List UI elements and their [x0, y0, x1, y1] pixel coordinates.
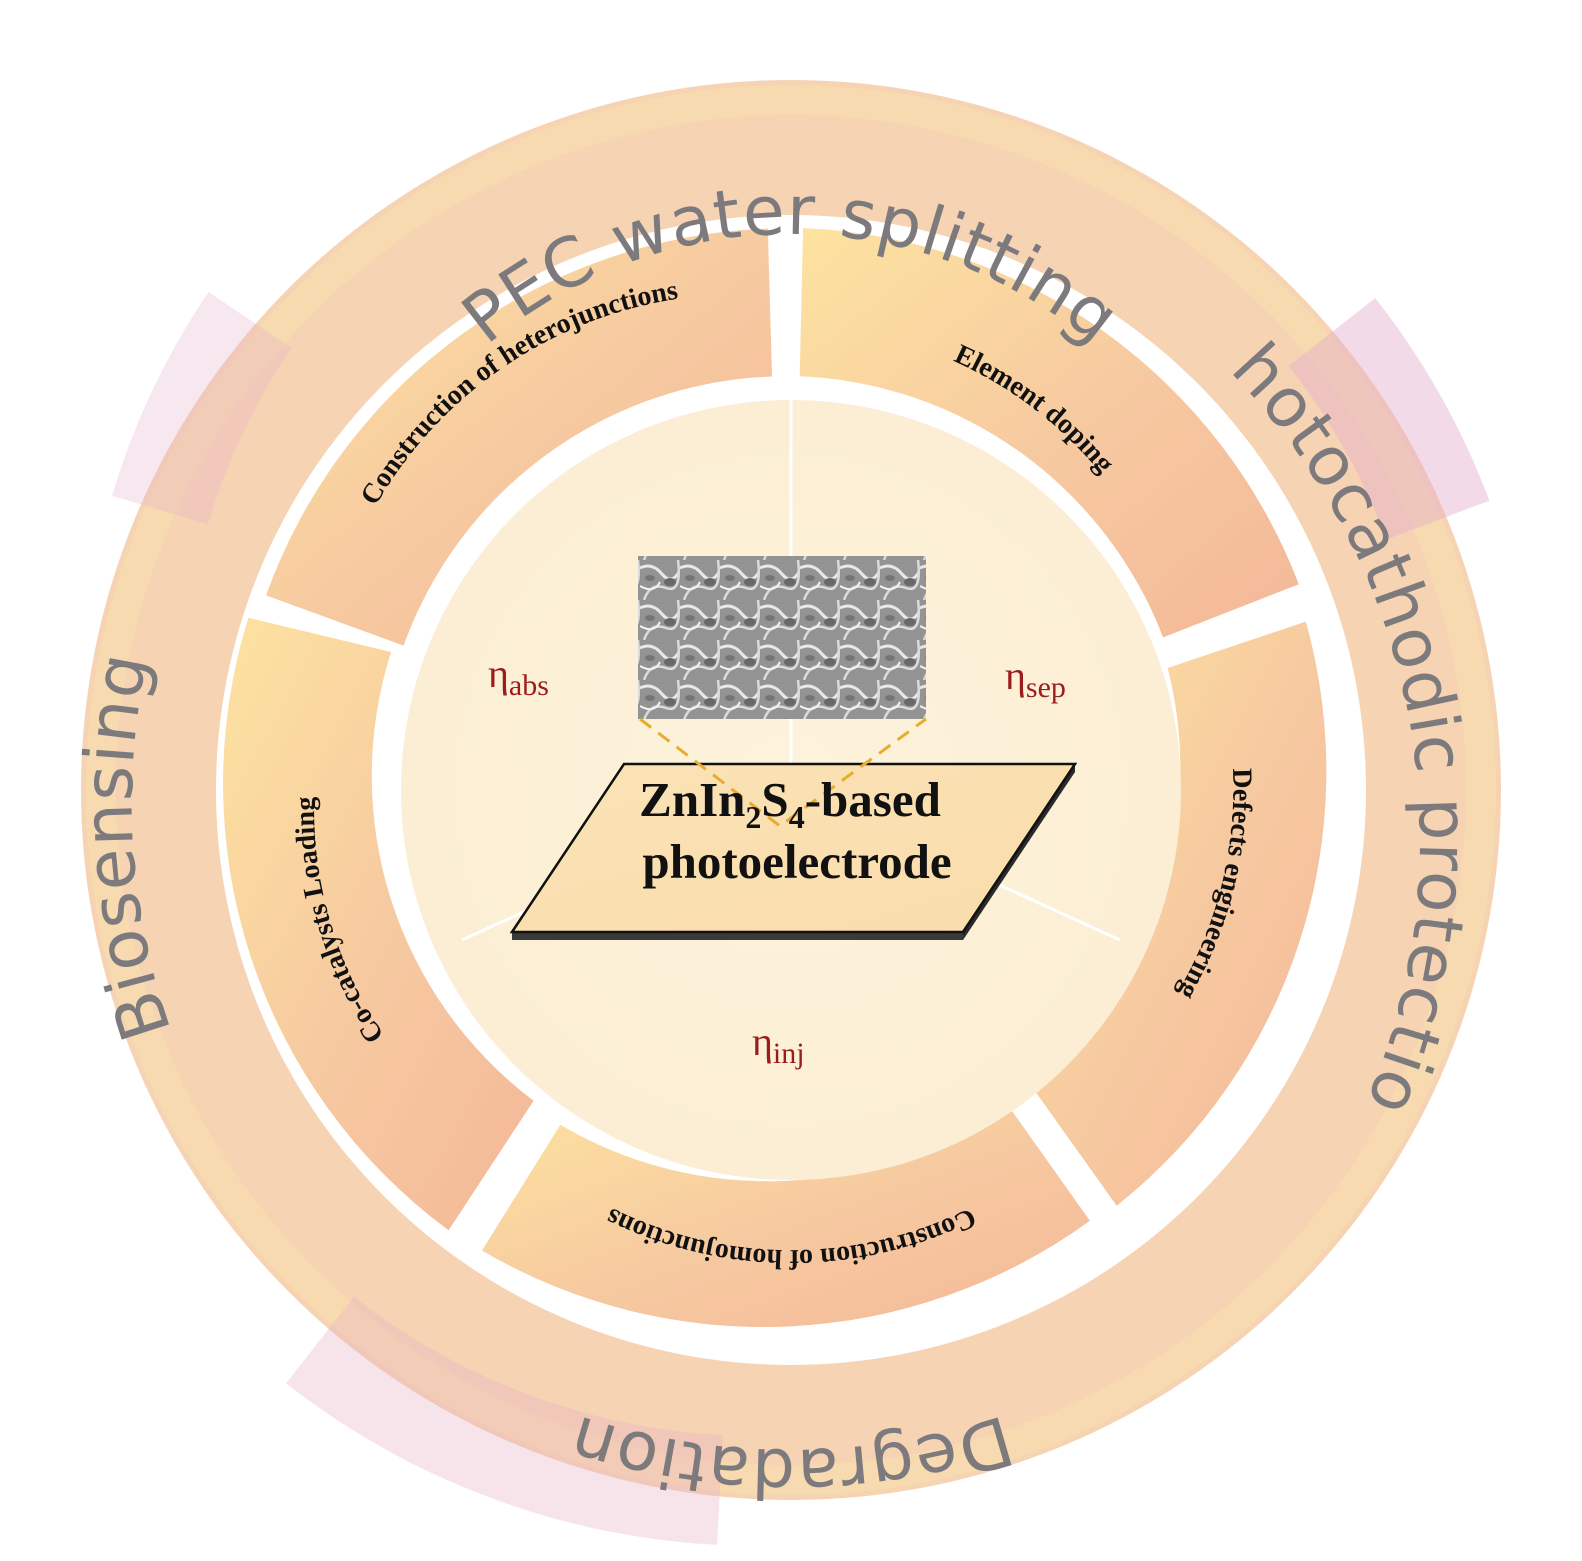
- eta-inj-label: ηinj: [752, 1019, 805, 1070]
- segment-cocatalysts: [223, 617, 534, 1231]
- eta-abs-label: ηabs: [488, 651, 549, 702]
- segment-defects-engineering: [1030, 621, 1327, 1206]
- center-label-line1: ZnIn2S4-based: [639, 772, 941, 835]
- strategy-ring: [223, 228, 1327, 1328]
- sem-micrograph: [638, 556, 926, 719]
- segment-homojunctions: [482, 1103, 1090, 1328]
- segment-heterojunctions: [266, 228, 772, 646]
- segment-element-doping: [799, 228, 1299, 638]
- eta-sep-label: ηsep: [1005, 653, 1066, 704]
- photoelectrode-substrate: [509, 762, 1078, 940]
- zoom-guide-lines: [639, 717, 927, 828]
- center-label-line2: photoelectrode: [642, 834, 951, 889]
